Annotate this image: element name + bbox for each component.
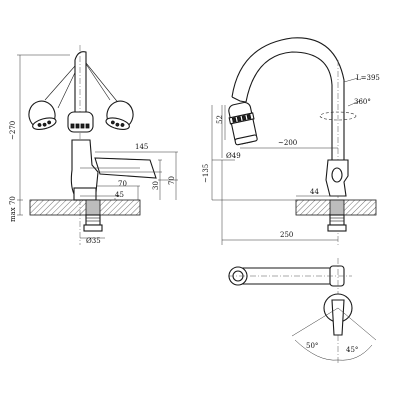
length-leader <box>343 77 359 83</box>
front-height-dimension: ~270 max 70 <box>9 54 70 222</box>
top-arc-right <box>337 344 373 361</box>
front-lever-height-label: 70 <box>168 176 176 185</box>
side-base-dia-label: 44 <box>310 188 319 196</box>
side-view: 52 ~135 Ø49 360° L=395 ~200 <box>202 37 380 245</box>
side-countertop <box>295 199 377 232</box>
side-length-label: L=395 <box>356 74 380 82</box>
front-reach-label: 145 <box>135 143 148 151</box>
front-thread-label: Ø35 <box>86 237 101 245</box>
front-right-dimensions <box>80 151 178 239</box>
front-view: ~270 max 70 <box>9 45 178 245</box>
gooseneck-outer <box>231 37 345 162</box>
side-faucet-body <box>325 159 349 197</box>
top-arc-left <box>294 339 339 361</box>
top-angle-left-label: 50° <box>306 342 318 350</box>
top-lever <box>331 299 345 336</box>
top-swing-right <box>337 307 377 341</box>
front-base-height-label: 30 <box>152 181 160 190</box>
front-height-label: ~270 <box>9 121 17 140</box>
spout-end <box>231 96 247 103</box>
aerator-head-left <box>28 100 57 130</box>
side-aerator-dia-label: Ø49 <box>226 152 241 160</box>
aerator-head-right <box>105 100 134 130</box>
front-mount-label: max 70 <box>9 196 17 222</box>
side-total-width-label: 250 <box>280 231 293 239</box>
side-reach-label: ~200 <box>278 139 297 147</box>
side-aerator-length-label: 52 <box>216 115 224 124</box>
top-swing-left <box>291 307 339 337</box>
side-aerator <box>228 101 258 146</box>
front-handle-height-label: 70 <box>118 180 127 188</box>
gooseneck-inner <box>245 51 333 162</box>
side-rotation-label: 360° <box>354 98 371 106</box>
front-base-reach-label: 45 <box>115 191 124 199</box>
top-view: 50° 45° <box>228 258 377 365</box>
side-height-label: ~135 <box>202 164 210 183</box>
front-countertop <box>29 199 141 232</box>
top-angle-right-label: 45° <box>346 346 358 354</box>
